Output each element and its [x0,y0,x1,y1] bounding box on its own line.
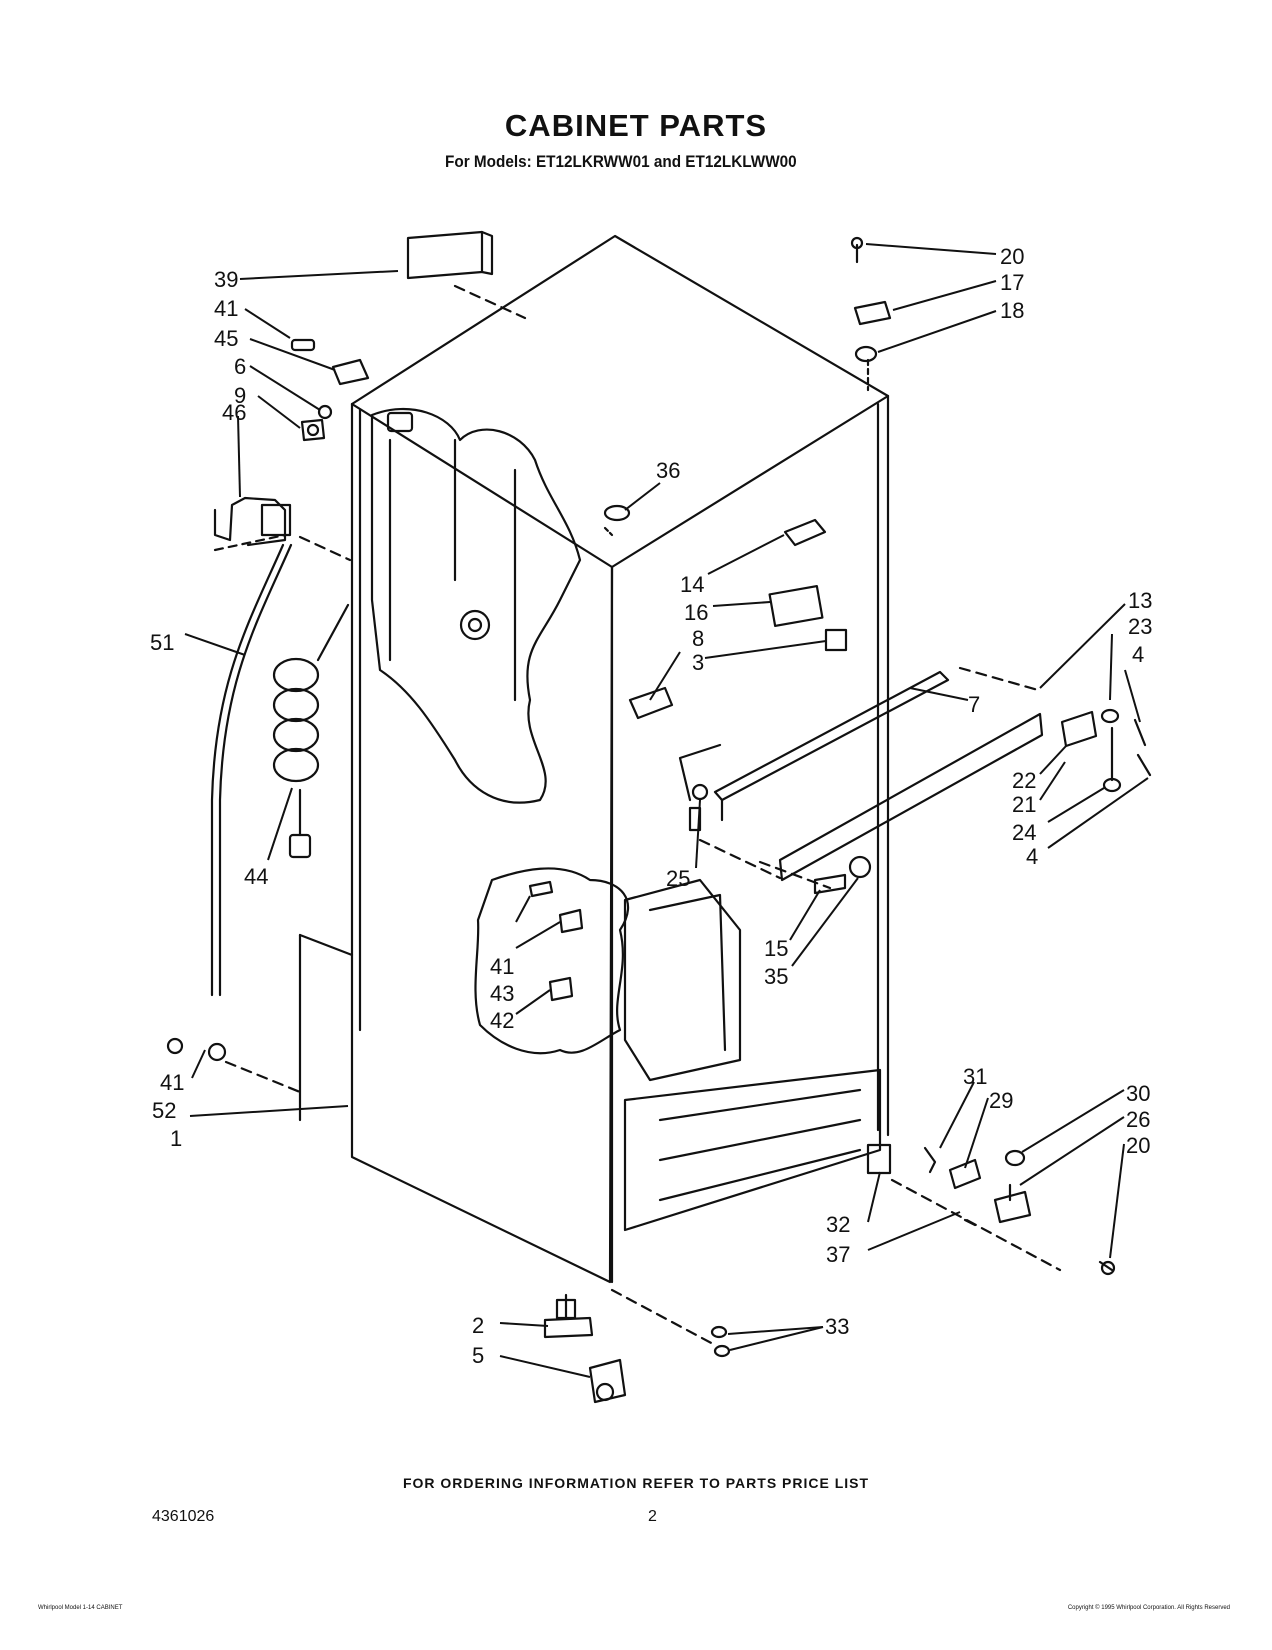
callout-37: 37 [826,1242,850,1267]
callout-30: 30 [1126,1081,1150,1106]
callout-9: 9 [234,383,246,408]
callout-23: 23 [1128,614,1152,639]
callout-4: 4 [1026,844,1038,869]
callout-22: 22 [1012,768,1036,793]
callout-21: 21 [1012,792,1036,817]
callout-25: 25 [666,866,690,891]
page-number: 2 [648,1508,657,1525]
page-title: CABINET PARTS [504,108,768,143]
callout-42: 42 [490,1008,514,1033]
model-subtitle: For Models: ET12LKRWW01 and ET12LKLWW00 [445,152,797,171]
document-number: 4361026 [152,1508,215,1525]
callout-33: 33 [825,1314,849,1339]
callout-13: 13 [1128,588,1152,613]
callout-45: 45 [214,326,238,351]
callout-41: 41 [490,954,514,979]
callout-31: 31 [963,1064,987,1089]
callout-26: 26 [1126,1107,1150,1132]
callout-43: 43 [490,981,514,1006]
callout-4: 4 [1132,642,1144,667]
callout-24: 24 [1012,820,1036,845]
callout-15: 15 [764,936,788,961]
callout-8: 8 [692,626,704,651]
model-footnote: Whirlpool Model 1-14 CABINET [38,1605,123,1611]
callout-14: 14 [680,572,704,597]
callout-41: 41 [214,296,238,321]
callout-44: 44 [244,864,268,889]
callout-6: 6 [234,354,246,379]
callout-41: 41 [160,1070,184,1095]
callout-2: 2 [472,1313,484,1338]
callout-5: 5 [472,1343,484,1368]
callout-18: 18 [1000,298,1024,323]
callout-16: 16 [684,600,708,625]
callout-36: 36 [656,458,680,483]
copyright-note: Copyright © 1995 Whirlpool Corporation. … [1067,1605,1230,1611]
callout-29: 29 [989,1088,1013,1113]
callout-7: 7 [968,692,980,717]
callout-52: 52 [152,1098,176,1123]
callout-51: 51 [150,630,174,655]
ordering-note: FOR ORDERING INFORMATION REFER TO PARTS … [402,1475,870,1491]
callout-32: 32 [826,1212,850,1237]
callout-20: 20 [1126,1133,1150,1158]
callout-35: 35 [764,964,788,989]
cabinet-shell [350,234,890,569]
callout-20: 20 [1000,244,1024,269]
callout-46: 46 [222,400,246,425]
callout-39: 39 [214,267,238,292]
callout-17: 17 [1000,270,1024,295]
callout-3: 3 [692,650,704,675]
callout-1: 1 [170,1126,182,1151]
